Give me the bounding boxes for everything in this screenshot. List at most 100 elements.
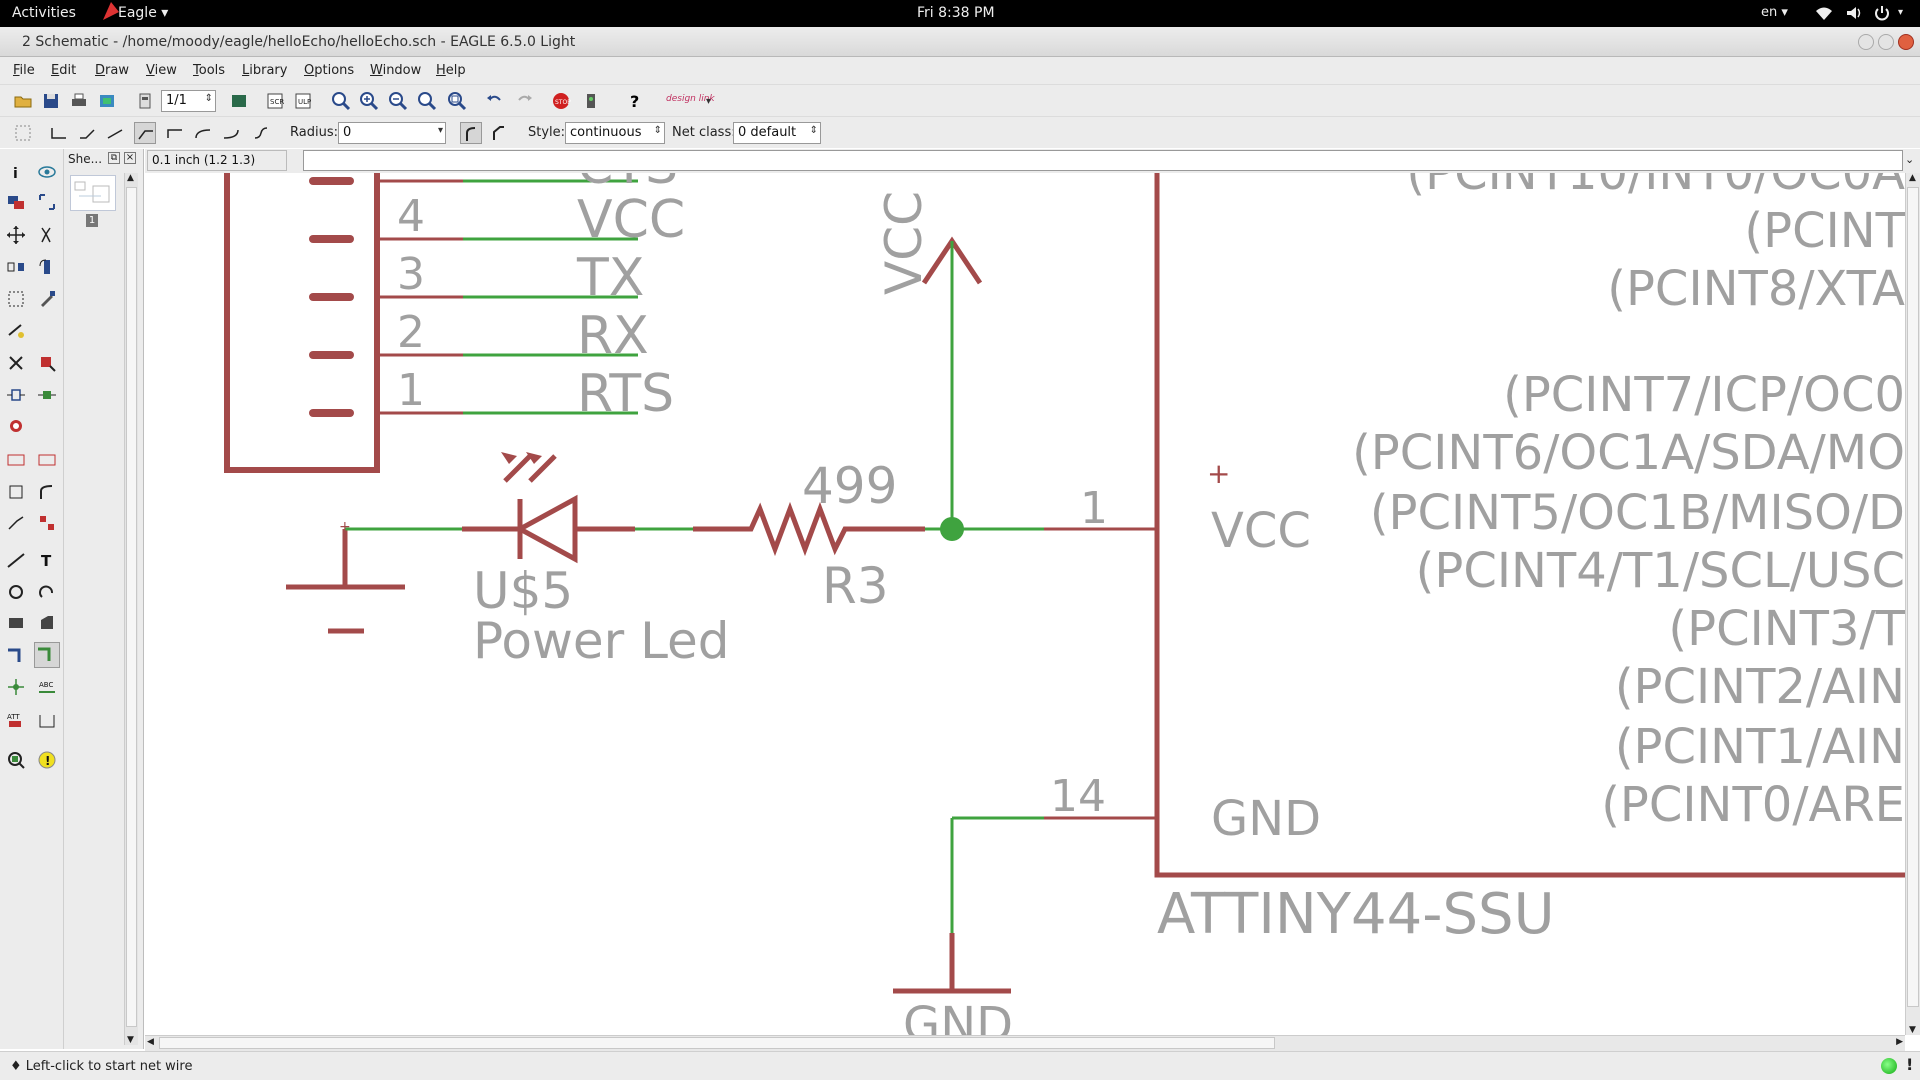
language-indicator[interactable]: en ▾: [1761, 5, 1788, 20]
pinswap-icon[interactable]: [5, 384, 27, 406]
scroll-left-icon[interactable]: ◀: [147, 1037, 154, 1047]
gateswap-icon[interactable]: [36, 384, 58, 406]
bend-style-2-icon[interactable]: [104, 122, 126, 144]
power-icon[interactable]: [1873, 4, 1891, 22]
board-switch-icon[interactable]: [134, 90, 156, 112]
mark-icon[interactable]: [36, 191, 58, 213]
close-icon[interactable]: ×: [124, 152, 136, 164]
wire-icon[interactable]: [5, 549, 27, 571]
sheet-select[interactable]: 1/1⇕: [161, 90, 216, 112]
style-combo[interactable]: continuous⇕: [565, 122, 665, 144]
scroll-down-icon[interactable]: ▼: [1909, 1025, 1916, 1035]
minimize-button[interactable]: [1858, 34, 1874, 50]
attribute-icon[interactable]: ATT: [5, 709, 27, 731]
value-icon[interactable]: [36, 449, 58, 471]
gnd-supply-symbol[interactable]: [893, 933, 1011, 994]
menu-edit[interactable]: Edit: [51, 63, 77, 78]
vertical-scroll-thumb[interactable]: [1907, 187, 1919, 1007]
warning-icon[interactable]: !: [36, 749, 58, 771]
cam-icon[interactable]: [96, 90, 118, 112]
redraw-icon[interactable]: [416, 90, 438, 112]
scroll-up-icon[interactable]: ▲: [127, 173, 134, 183]
zoom-out-icon[interactable]: [387, 90, 409, 112]
delete-icon[interactable]: [5, 352, 27, 374]
mirror-icon[interactable]: [5, 256, 27, 278]
clock[interactable]: Fri 8:38 PM: [917, 5, 995, 21]
script-icon[interactable]: SCR: [264, 90, 286, 112]
sheet-thumbnail[interactable]: [70, 175, 116, 211]
use-icon[interactable]: [228, 90, 250, 112]
canvas-horizontal-scrollbar[interactable]: ◀ ▶: [145, 1035, 1905, 1051]
add-icon[interactable]: [36, 352, 58, 374]
wifi-icon[interactable]: [1815, 4, 1833, 22]
maximize-button[interactable]: [1878, 34, 1894, 50]
menu-window[interactable]: Window: [370, 63, 422, 78]
menu-tools[interactable]: Tools: [193, 63, 226, 78]
zoom-fit-icon[interactable]: [330, 90, 352, 112]
show-icon[interactable]: [36, 161, 58, 183]
menu-draw[interactable]: Draw: [95, 63, 129, 78]
bus-icon[interactable]: [5, 644, 27, 666]
menu-options[interactable]: Options: [304, 63, 355, 78]
system-menu-arrow-icon[interactable]: ▾: [1898, 7, 1904, 18]
zoom-in-icon[interactable]: [358, 90, 380, 112]
radius-combo[interactable]: 0▾: [338, 122, 446, 144]
bend-style-0-icon[interactable]: [48, 122, 70, 144]
paste-icon[interactable]: [5, 319, 27, 341]
save-icon[interactable]: [40, 90, 62, 112]
command-line-input[interactable]: [303, 150, 1903, 171]
circle-icon[interactable]: [5, 581, 27, 603]
info-icon[interactable]: i: [5, 161, 27, 183]
stop-command-icon[interactable]: !: [1906, 1055, 1914, 1074]
change-icon[interactable]: [36, 288, 58, 310]
miter-icon[interactable]: [36, 481, 58, 503]
undock-icon[interactable]: ⧉: [108, 152, 120, 164]
sheets-scroll-thumb[interactable]: [126, 187, 137, 1027]
menu-library[interactable]: Library: [242, 63, 288, 78]
print-icon[interactable]: [68, 90, 90, 112]
help-icon[interactable]: ?: [624, 90, 646, 112]
split-icon[interactable]: [5, 512, 27, 534]
stop-icon[interactable]: STOP: [550, 90, 572, 112]
polygon-icon[interactable]: [36, 612, 58, 634]
schematic-canvas[interactable]: CTS 4 VCC 3 TX 2 RX 1 RTS + U$5 Power Le…: [145, 173, 1905, 1035]
schematic-drawing[interactable]: CTS 4 VCC 3 TX 2 RX 1 RTS + U$5 Power Le…: [145, 173, 1905, 1035]
errc-icon[interactable]: [5, 749, 27, 771]
bend-style-3-icon[interactable]: [134, 122, 156, 144]
label-icon[interactable]: ABC: [36, 676, 58, 698]
undo-icon[interactable]: [484, 90, 506, 112]
ftdi-connector[interactable]: [224, 173, 380, 473]
go-icon[interactable]: [580, 90, 602, 112]
miter-round-icon[interactable]: [460, 122, 482, 144]
menu-view[interactable]: View: [146, 63, 177, 78]
rotate-icon[interactable]: [36, 256, 58, 278]
bend-style-6-icon[interactable]: [220, 122, 242, 144]
name-icon[interactable]: [5, 449, 27, 471]
app-menu[interactable]: Eagle ▾: [118, 5, 169, 21]
volume-icon[interactable]: [1845, 4, 1863, 22]
menu-file[interactable]: File: [13, 63, 35, 78]
bend-style-freehand-icon[interactable]: [250, 122, 272, 144]
junction-icon[interactable]: [5, 676, 27, 698]
open-icon[interactable]: [12, 90, 34, 112]
design-link-button[interactable]: design link▾: [662, 90, 720, 112]
grid-icon[interactable]: [12, 122, 34, 144]
bend-style-4-icon[interactable]: [164, 122, 186, 144]
attiny44-chip[interactable]: [1044, 173, 1905, 878]
net-junction[interactable]: [940, 517, 964, 541]
net-icon[interactable]: [34, 642, 60, 668]
invoke-icon[interactable]: [36, 512, 58, 534]
sheets-scrollbar[interactable]: ▲ ▼: [124, 173, 138, 1045]
power-led[interactable]: [462, 454, 635, 564]
scroll-down-icon[interactable]: ▼: [127, 1035, 134, 1045]
net-class-combo[interactable]: 0 default⇕: [733, 122, 821, 144]
canvas-vertical-scrollbar[interactable]: ▲ ▼: [1905, 173, 1920, 1035]
status-ok-icon[interactable]: [1881, 1058, 1897, 1074]
rect-icon[interactable]: [5, 612, 27, 634]
zoom-select-icon[interactable]: [446, 90, 468, 112]
copy-icon[interactable]: [36, 224, 58, 246]
close-button[interactable]: [1898, 34, 1914, 50]
ground-symbol[interactable]: [286, 529, 405, 634]
activities-button[interactable]: Activities: [12, 5, 76, 21]
group-icon[interactable]: [5, 288, 27, 310]
